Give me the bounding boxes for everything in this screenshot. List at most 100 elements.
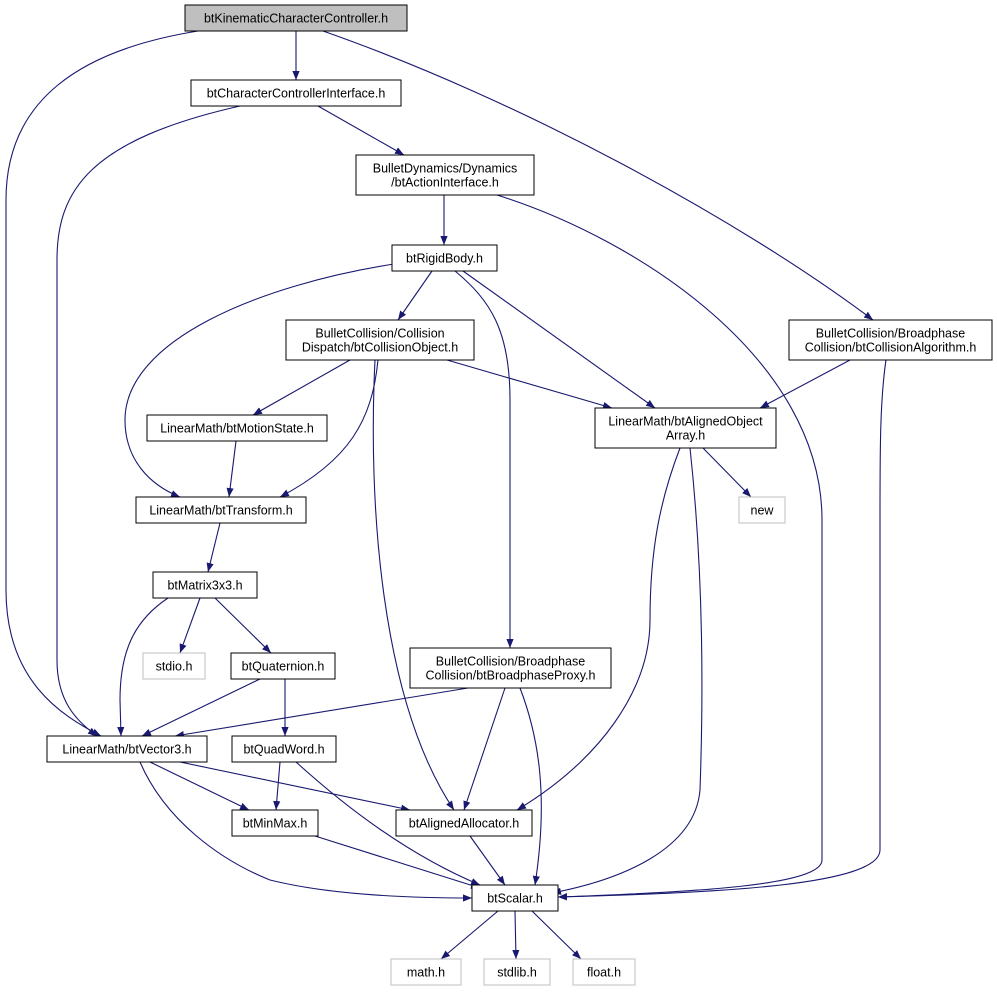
node-label-alignarr-line-2: Array.h xyxy=(666,429,705,443)
node-kcc[interactable]: btKinematicCharacterController.h xyxy=(184,4,408,32)
edge-cci-action xyxy=(317,105,405,156)
node-box-quat xyxy=(230,652,336,680)
node-stdlib: stdlib.h xyxy=(483,958,551,986)
node-box-motion xyxy=(146,414,328,442)
node-colalg[interactable]: BulletCollision/BroadphaseCollision/btCo… xyxy=(788,319,993,361)
node-label-quadword: btQuadWord.h xyxy=(243,743,324,757)
edge-quat-vector xyxy=(141,678,261,737)
node-label-matrix: btMatrix3x3.h xyxy=(167,579,242,593)
node-box-colobj xyxy=(285,319,475,361)
node-box-scalar xyxy=(471,884,559,912)
edge-kcc-vector xyxy=(5,30,199,737)
edge-proxy-scalar xyxy=(519,687,542,886)
node-new: new xyxy=(738,496,786,524)
edge-quadword-scalar xyxy=(295,761,481,886)
edge-transform-matrix xyxy=(206,522,221,573)
edge-rigid-proxy xyxy=(454,270,514,648)
node-action[interactable]: BulletDynamics/Dynamics/btActionInterfac… xyxy=(355,154,535,196)
node-quadword[interactable]: btQuadWord.h xyxy=(231,735,337,763)
node-alloc[interactable]: btAlignedAllocator.h xyxy=(395,809,533,837)
node-motion[interactable]: LinearMath/btMotionState.h xyxy=(146,414,328,442)
node-float: float.h xyxy=(572,958,636,986)
node-label-minmax: btMinMax.h xyxy=(243,817,308,831)
node-rigid[interactable]: btRigidBody.h xyxy=(391,244,498,272)
node-box-colalg xyxy=(788,319,993,361)
node-stdio: stdio.h xyxy=(142,652,206,680)
node-box-cci xyxy=(190,79,402,107)
node-label-kcc: btKinematicCharacterController.h xyxy=(204,12,388,26)
node-box-alignarr xyxy=(594,407,777,449)
node-box-rigid xyxy=(391,244,498,272)
node-box-transform xyxy=(135,496,307,524)
node-scalar[interactable]: btScalar.h xyxy=(471,884,559,912)
edge-matrix-quat xyxy=(214,597,272,654)
node-label-action-line-1: BulletDynamics/Dynamics xyxy=(373,162,517,176)
node-box-quadword xyxy=(231,735,337,763)
node-label-scalar: btScalar.h xyxy=(487,892,543,906)
node-box-float xyxy=(572,958,636,986)
node-box-new xyxy=(738,496,786,524)
edge-scalar-stdlib xyxy=(512,910,520,960)
node-label-vector: LinearMath/btVector3.h xyxy=(62,743,191,757)
edge-colobj-transform xyxy=(279,359,379,498)
edge-action-scalar xyxy=(496,194,823,901)
node-box-action xyxy=(355,154,535,196)
node-minmax[interactable]: btMinMax.h xyxy=(231,809,319,837)
edge-alignarr-scalar xyxy=(551,447,703,895)
node-label-transform: LinearMath/btTransform.h xyxy=(149,504,292,518)
node-proxy[interactable]: BulletCollision/BroadphaseCollision/btBr… xyxy=(409,647,612,689)
node-label-proxy-line-1: BulletCollision/Broadphase xyxy=(436,655,585,669)
edge-proxy-vector xyxy=(174,687,469,739)
node-label-stdio: stdio.h xyxy=(156,660,193,674)
node-label-action-line-2: /btActionInterface.h xyxy=(391,176,499,190)
edge-colalg-alignarr xyxy=(759,359,851,409)
node-label-colalg-line-2: Collision/btCollisionAlgorithm.h xyxy=(805,341,977,355)
node-box-matrix xyxy=(152,571,258,599)
node-label-proxy-line-2: Collision/btBroadphaseProxy.h xyxy=(425,669,595,683)
node-transform[interactable]: LinearMath/btTransform.h xyxy=(135,496,307,524)
node-label-motion: LinearMath/btMotionState.h xyxy=(160,422,314,436)
node-box-proxy xyxy=(409,647,612,689)
node-label-colobj-line-2: Dispatch/btCollisionObject.h xyxy=(302,341,458,355)
node-matrix[interactable]: btMatrix3x3.h xyxy=(152,571,258,599)
node-quat[interactable]: btQuaternion.h xyxy=(230,652,336,680)
edge-alignarr-new xyxy=(702,447,752,498)
nodes: btKinematicCharacterController.h btCharac… xyxy=(46,4,993,986)
node-box-stdio xyxy=(142,652,206,680)
edge-cci-vector xyxy=(56,105,241,737)
edge-rigid-colobj xyxy=(397,270,433,321)
edge-proxy-alloc xyxy=(463,687,506,811)
node-label-alignarr-line-1: LinearMath/btAlignedObject xyxy=(608,415,763,429)
node-box-kcc xyxy=(184,4,408,32)
edge-colobj-motion xyxy=(252,359,351,416)
edges xyxy=(5,30,887,960)
node-label-quat: btQuaternion.h xyxy=(242,660,325,674)
edge-quadword-minmax xyxy=(273,761,281,811)
node-label-alloc: btAlignedAllocator.h xyxy=(409,817,520,831)
node-cci[interactable]: btCharacterControllerInterface.h xyxy=(190,79,402,107)
node-label-rigid: btRigidBody.h xyxy=(406,252,483,266)
node-label-colalg-line-1: BulletCollision/Broadphase xyxy=(816,327,965,341)
node-box-stdlib xyxy=(483,958,551,986)
node-box-math xyxy=(390,958,462,986)
edge-kcc-colalg xyxy=(322,30,874,321)
node-label-float: float.h xyxy=(587,966,621,980)
node-box-alloc xyxy=(395,809,533,837)
node-label-new: new xyxy=(751,504,775,518)
edge-motion-transform xyxy=(226,440,237,498)
node-colobj[interactable]: BulletCollision/CollisionDispatch/btColl… xyxy=(285,319,475,361)
edge-matrix-stdio xyxy=(179,597,201,654)
node-label-colobj-line-1: BulletCollision/Collision xyxy=(315,327,444,341)
node-box-vector xyxy=(46,735,208,763)
edge-alloc-scalar xyxy=(469,835,506,886)
edge-vector-alloc xyxy=(179,761,411,812)
node-vector[interactable]: LinearMath/btVector3.h xyxy=(46,735,208,763)
edge-minmax-scalar xyxy=(314,835,481,889)
edge-scalar-float xyxy=(531,910,582,960)
edge-colalg-scalar xyxy=(557,359,887,901)
node-math: math.h xyxy=(390,958,462,986)
edge-colobj-alignarr xyxy=(446,359,613,409)
edge-scalar-math xyxy=(440,910,499,960)
